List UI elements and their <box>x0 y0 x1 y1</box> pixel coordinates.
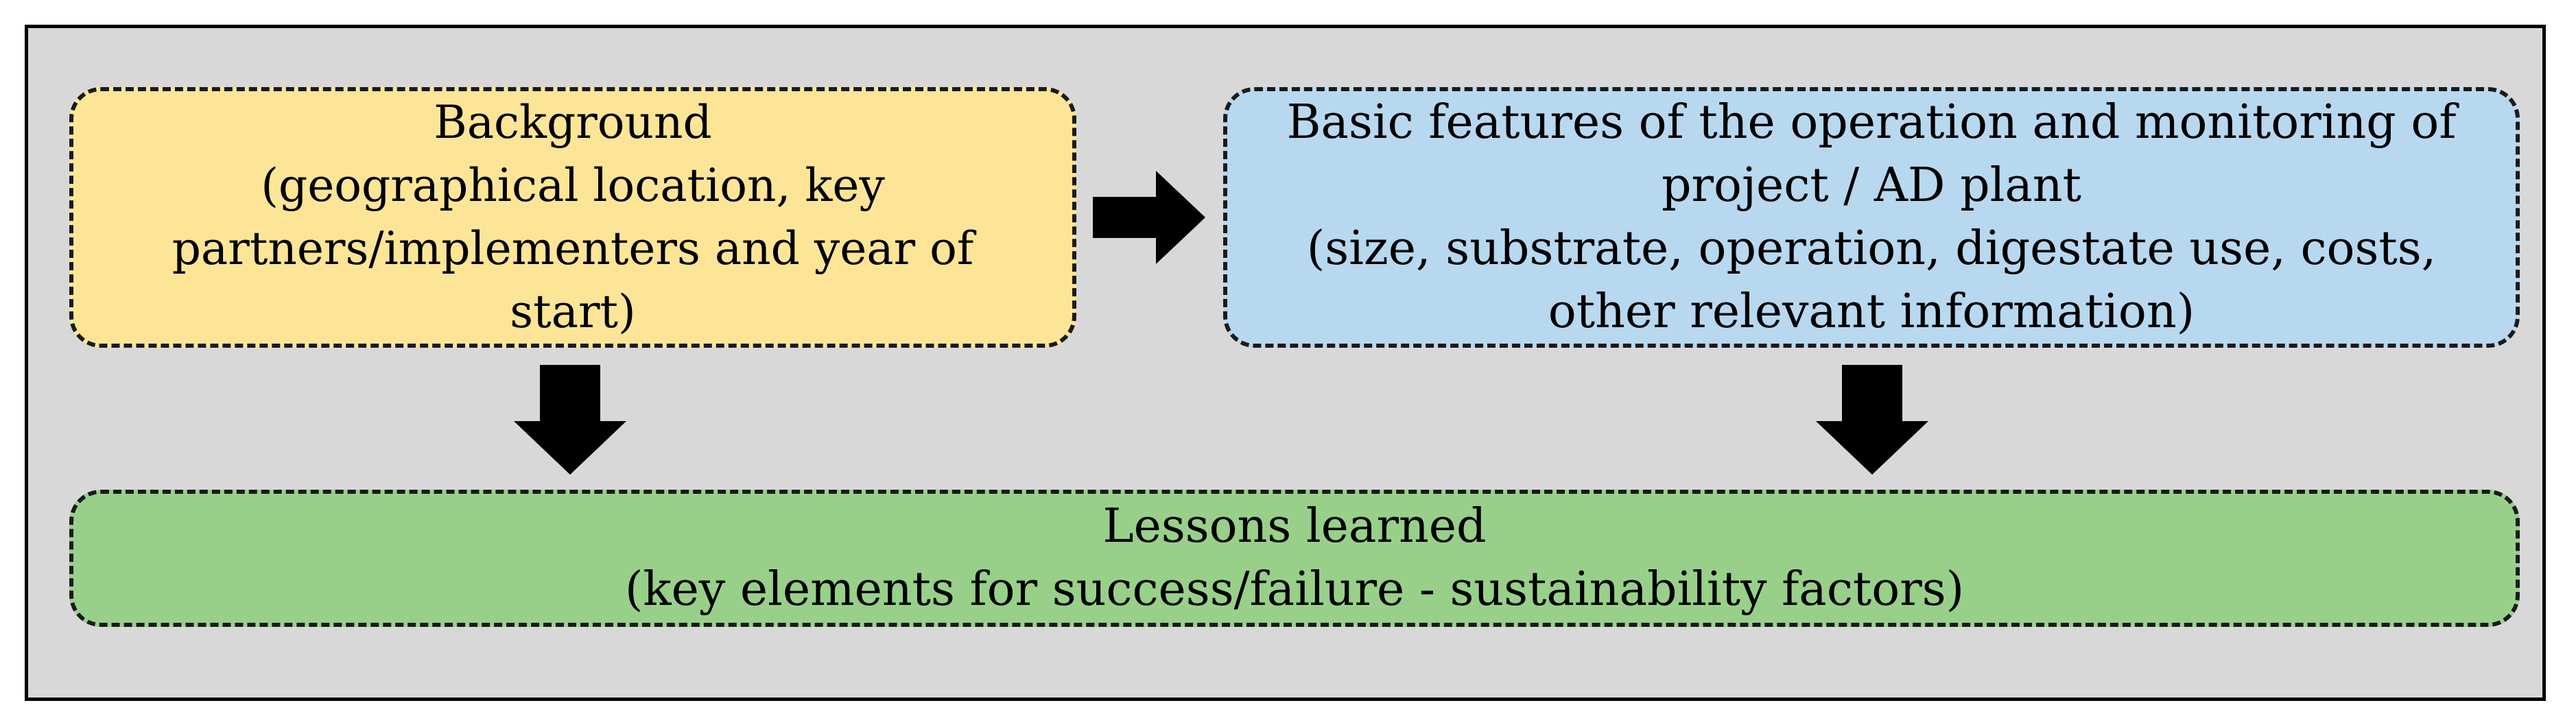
features-detail: (size, substrate, operation, digestate u… <box>1306 222 2437 339</box>
background-detail: (geographical location, key partners/imp… <box>172 159 974 338</box>
lessons-box: Lessons learned (key elements for succes… <box>69 490 2520 627</box>
diagram-frame: Background (geographical location, key p… <box>25 25 2546 701</box>
lessons-detail: (key elements for success/failure - sust… <box>624 562 1965 617</box>
arrow-right-icon <box>1093 171 1205 264</box>
background-title: Background <box>434 96 712 149</box>
background-box: Background (geographical location, key p… <box>69 87 1076 348</box>
arrow-down-icon <box>514 365 626 475</box>
features-box: Basic features of the operation and moni… <box>1223 87 2520 348</box>
arrow-down-icon <box>1816 365 1928 475</box>
lessons-title: Lessons learned <box>1102 499 1487 553</box>
features-title: Basic features of the operation and moni… <box>1286 95 2457 213</box>
